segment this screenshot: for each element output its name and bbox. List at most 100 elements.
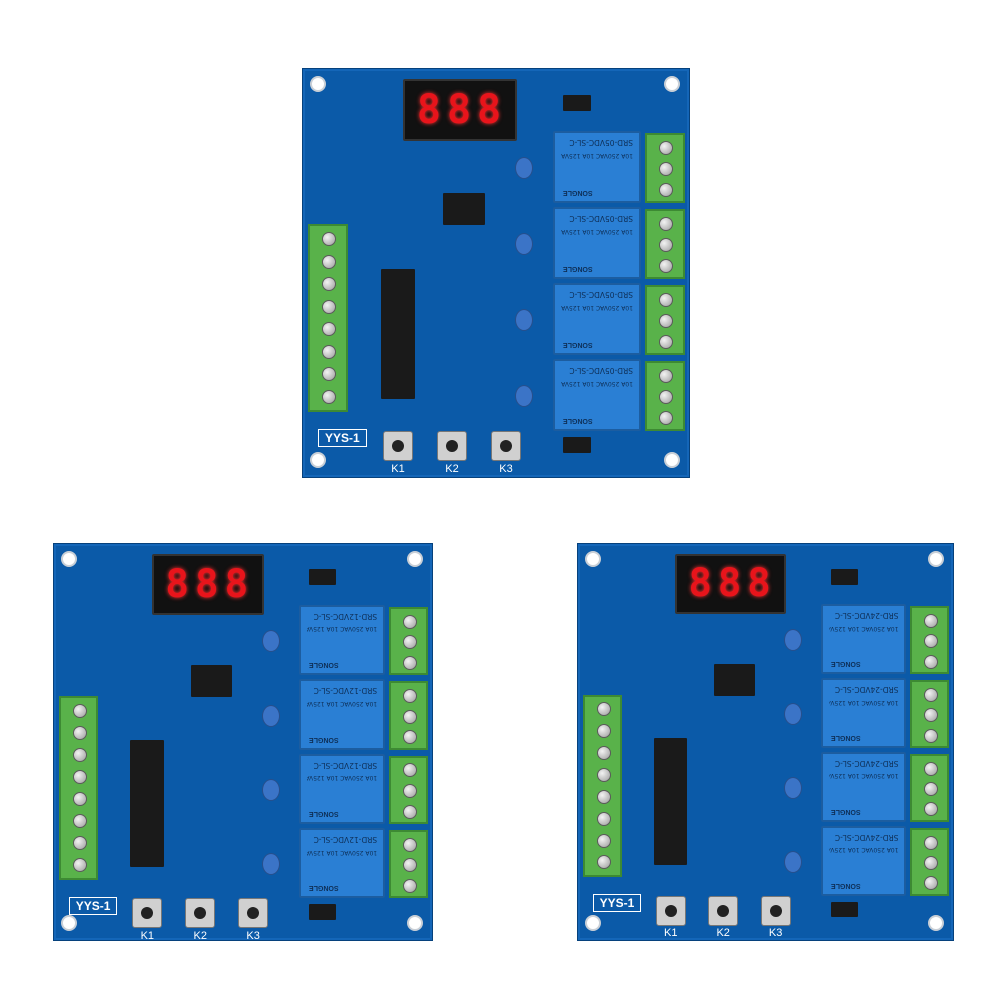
terminal-screw[interactable] [923,614,938,628]
terminal-screw[interactable] [72,791,87,806]
button-label: K2 [445,463,459,475]
relay-output-terminal [645,285,685,355]
terminal-screw[interactable] [923,876,938,891]
relay-spec-label: 10A 250VAC 10A 125VAC 10A 30VDC 10A 28VD… [561,380,633,387]
model-label: YYS-1 [318,429,367,447]
button-k1[interactable] [655,895,686,926]
terminal-screw[interactable] [596,767,611,782]
terminal-screw[interactable] [923,761,938,776]
relay-spec-label: 10A 250VAC 10A 125VAC 10A 30VDC 10A 28VD… [307,699,377,707]
model-label: YYS-1 [68,896,118,915]
terminal-screw[interactable] [402,858,417,873]
terminal-screw[interactable] [322,254,336,269]
terminal-screw[interactable] [923,687,938,702]
terminal-screw[interactable] [659,183,673,197]
terminal-screw[interactable] [402,635,417,650]
terminal-screw[interactable] [659,369,673,383]
seven-segment-display: 8 8 8 [675,553,786,615]
relay-output-terminal [388,681,429,750]
terminal-screw[interactable] [596,724,611,739]
terminal-screw[interactable] [659,411,673,425]
terminal-screw[interactable] [596,746,611,761]
terminal-screw[interactable] [596,833,611,848]
terminal-screw[interactable] [659,238,673,252]
relay-brand-label: SONGLE [830,734,861,741]
button-k2[interactable] [437,431,467,461]
terminal-screw[interactable] [923,782,938,797]
relay-spec-label: 10A 250VAC 10A 125VAC 10A 30VDC 10A 28VD… [307,625,377,633]
terminal-screw[interactable] [72,703,87,718]
relay-model-label: SRD-05VDC-SL-C [569,366,633,375]
terminal-screw[interactable] [596,702,611,717]
relay-output-terminal [388,829,429,899]
terminal-screw[interactable] [659,162,673,176]
button-label: K3 [768,926,783,939]
terminal-screw[interactable] [322,299,336,314]
terminal-screw[interactable] [402,878,417,893]
button-k2[interactable] [708,895,739,926]
relay-spec-label: 10A 250VAC 10A 125VAC 10A 30VDC 10A 28VD… [307,848,377,856]
terminal-screw[interactable] [72,813,87,828]
terminal-screw[interactable] [322,389,336,404]
terminal-screw[interactable] [72,747,87,762]
terminal-screw[interactable] [402,804,417,819]
terminal-screw[interactable] [923,634,938,649]
terminal-screw[interactable] [402,837,417,852]
mounting-hole [664,452,680,468]
terminal-screw[interactable] [322,344,336,359]
terminal-screw[interactable] [659,390,673,404]
relay-brand-label: SONGLE [308,810,339,818]
button-k1[interactable] [132,898,163,929]
mounting-hole [928,915,944,931]
terminal-screw[interactable] [923,728,938,743]
terminal-screw[interactable] [72,835,87,850]
button-k1[interactable] [383,431,413,461]
button-k3[interactable] [760,895,791,926]
terminal-screw[interactable] [322,277,336,291]
terminal-screw[interactable] [596,811,611,826]
terminal-screw[interactable] [659,259,673,273]
button-k3[interactable] [491,431,521,461]
terminal-screw[interactable] [596,789,611,804]
capacitor [261,630,280,653]
terminal-screw[interactable] [659,314,673,328]
terminal-screw[interactable] [923,855,938,870]
terminal-screw[interactable] [923,835,938,850]
button-k3[interactable] [238,898,269,929]
terminal-screw[interactable] [923,654,938,669]
terminal-screw[interactable] [72,725,87,740]
terminal-screw[interactable] [596,855,611,870]
relay-model-label: SRD-05VDC-SL-C [569,138,633,147]
button-k2[interactable] [185,898,216,929]
mounting-hole [310,452,326,468]
terminal-screw[interactable] [659,141,673,155]
terminal-screw[interactable] [72,857,87,872]
terminal-screw[interactable] [402,730,417,745]
terminal-screw[interactable] [402,763,417,778]
button-label: K2 [193,929,207,942]
terminal-screw[interactable] [923,708,938,723]
terminal-screw[interactable] [72,769,87,784]
terminal-screw[interactable] [322,322,336,336]
terminal-screw[interactable] [322,232,336,246]
terminal-screw[interactable] [402,688,417,703]
mounting-hole [61,915,77,931]
terminal-screw[interactable] [659,217,673,231]
terminal-screw[interactable] [659,335,673,349]
relay-brand-label: SONGLE [563,189,593,196]
terminal-screw[interactable] [659,293,673,307]
display-digit: 8 [165,561,191,607]
terminal-screw[interactable] [402,709,417,724]
model-label: YYS-1 [592,893,642,912]
terminal-screw[interactable] [923,802,938,817]
terminal-screw[interactable] [402,614,417,629]
terminal-screw[interactable] [402,783,417,798]
terminal-screw[interactable] [322,367,336,381]
relay-brand-label: SONGLE [830,881,861,889]
capacitor [261,853,280,876]
terminal-screw[interactable] [402,655,417,670]
